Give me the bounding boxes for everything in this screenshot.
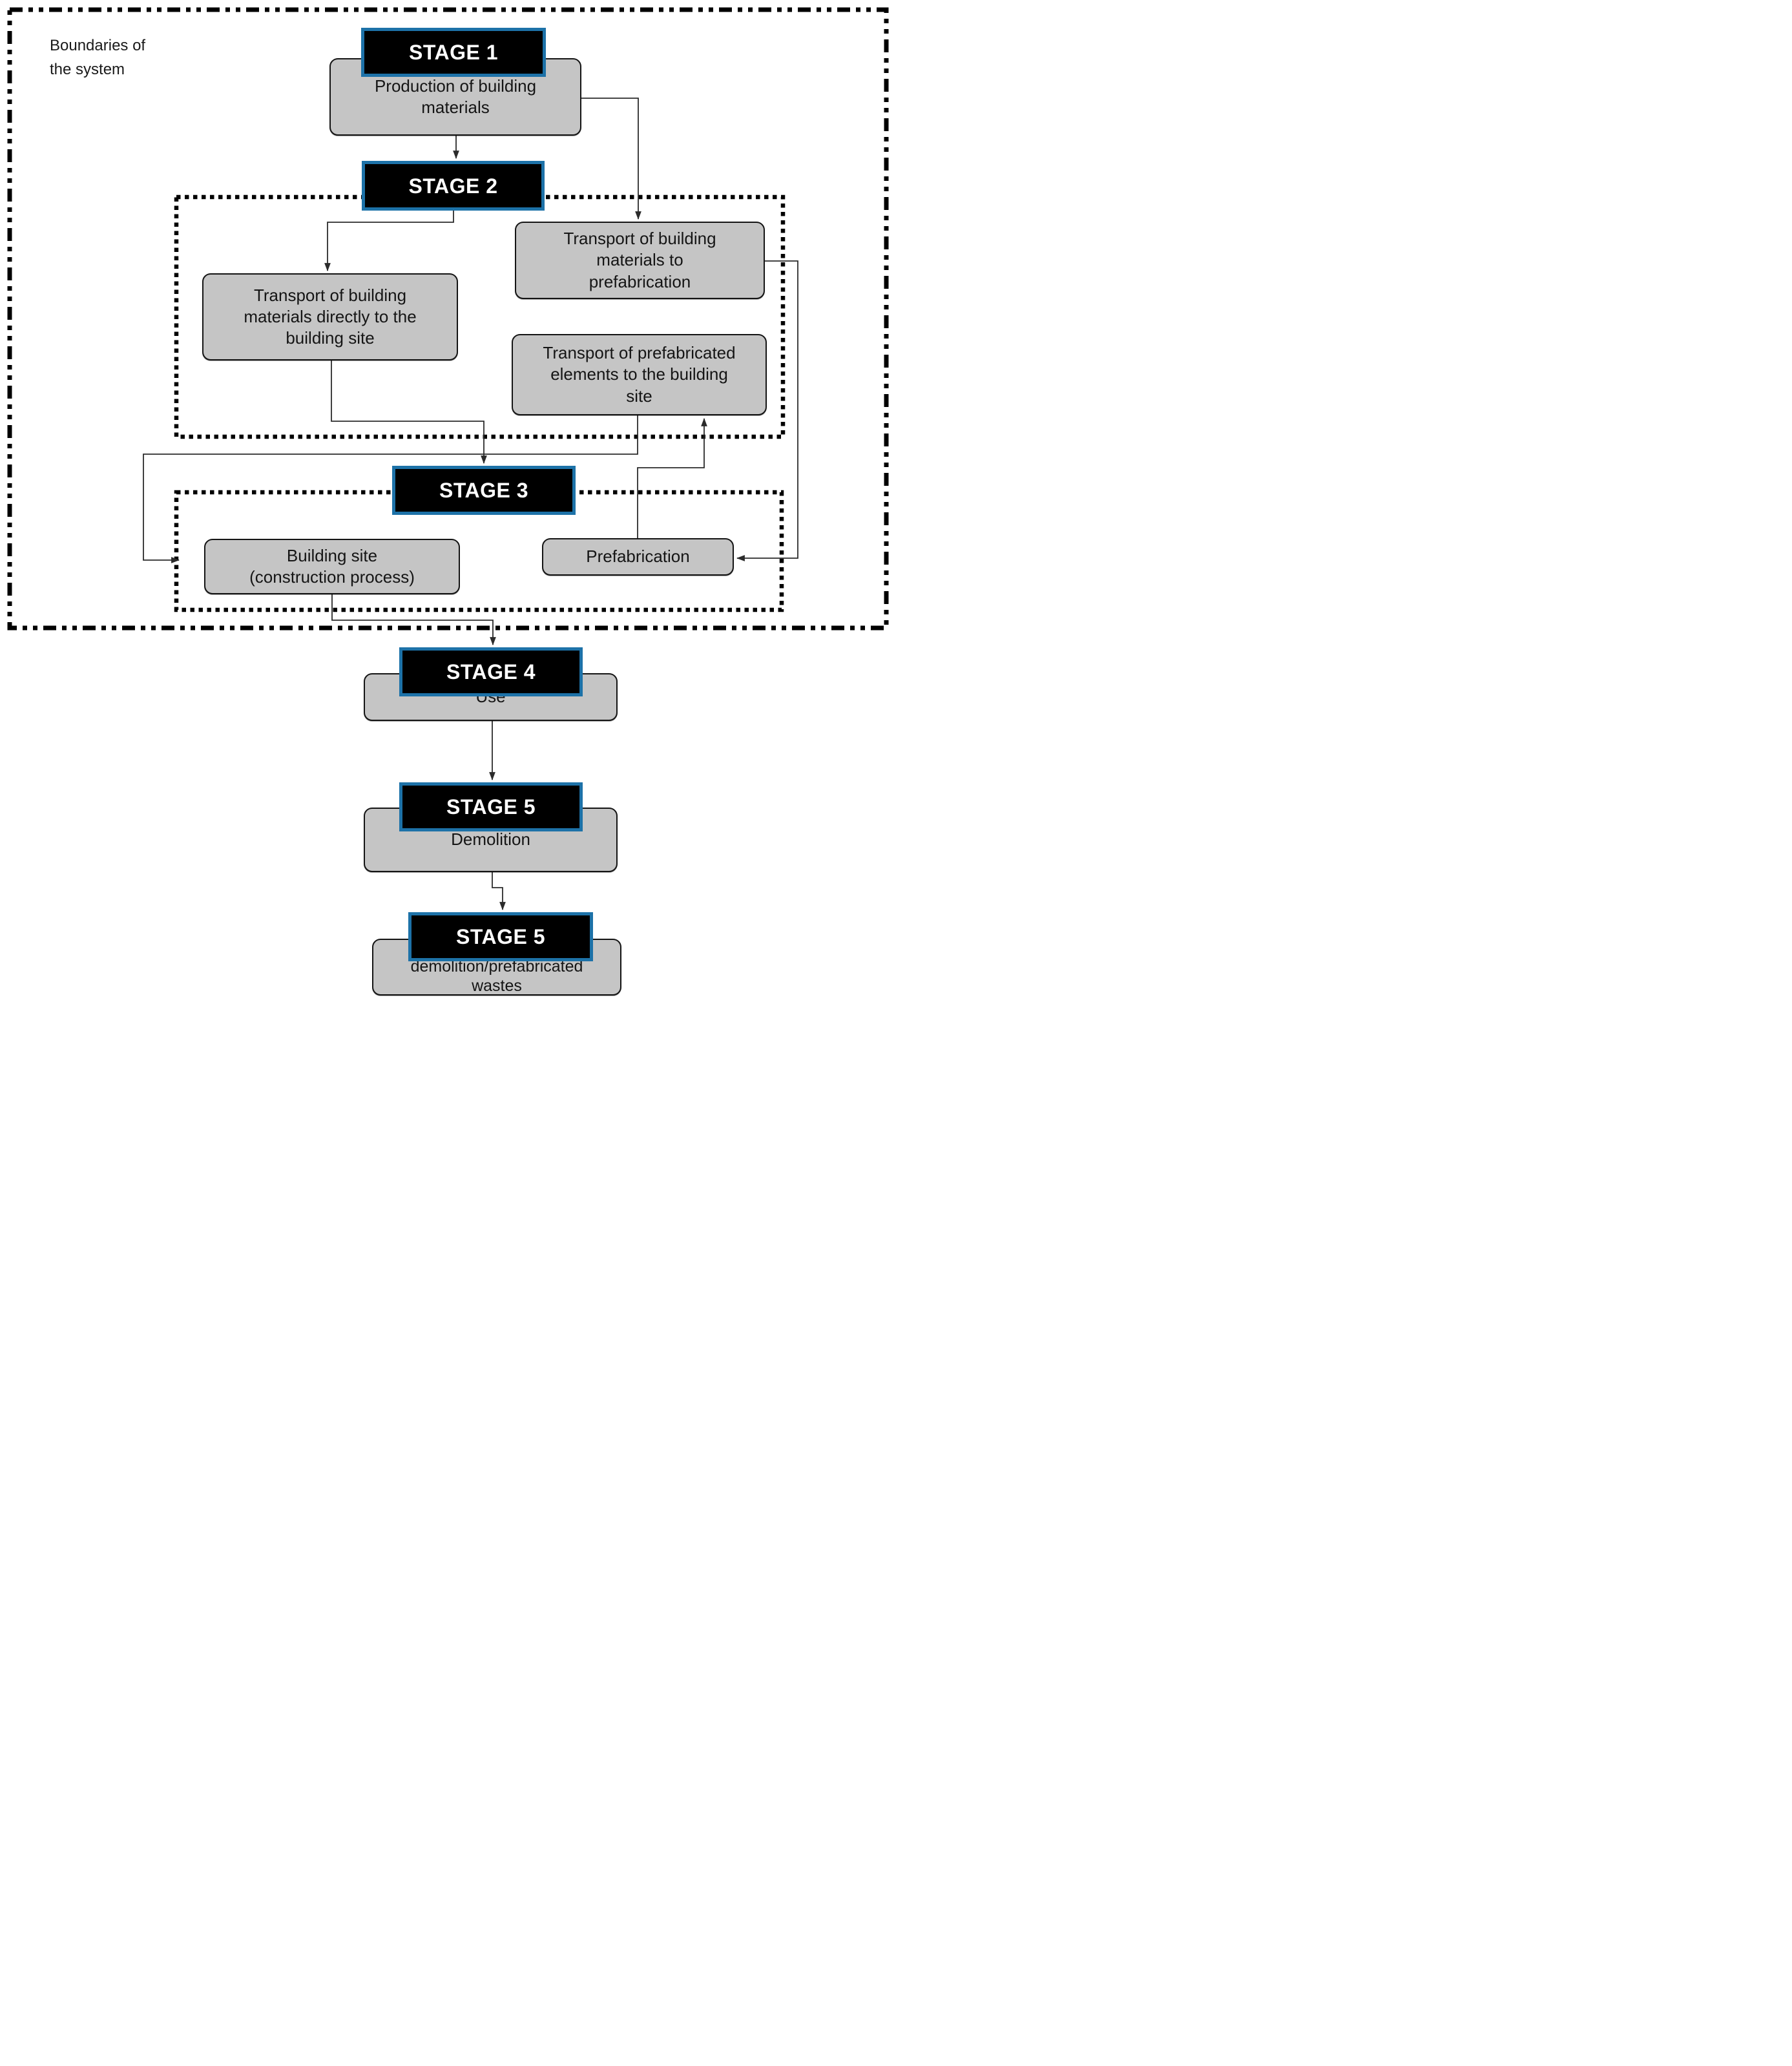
stage1-header: STAGE 1 (361, 28, 546, 77)
system-boundary-border (7, 7, 889, 631)
building-site-box: Building site(construction process) (204, 539, 460, 594)
prefabrication-box-label-line: Prefabrication (586, 547, 690, 567)
transport-direct-box-label-line: building site (286, 328, 375, 348)
stage5b-header: STAGE 5 (408, 912, 593, 961)
lifecycle-stages-flowchart: Boundaries of the system STAGE 1 Producti… (0, 0, 896, 1033)
connector-building-site-to-stage4 (331, 594, 496, 646)
stage3-header: STAGE 3 (392, 466, 576, 515)
building-site-box-label-line: Building site (286, 545, 378, 565)
connector-transport-elements-to-building-site (143, 415, 638, 563)
stage4-header: STAGE 4 (399, 647, 583, 696)
connector-prefabrication-to-transport-elements (637, 417, 707, 538)
stage5-header: STAGE 5 (399, 782, 583, 831)
connector-stage2-to-transport-direct (324, 211, 454, 272)
transport-elements-box-label-line: elements to the building (550, 364, 728, 384)
transport-prefab-box-label-line: Transport of building (563, 229, 716, 249)
stage3-header-label-line: STAGE 3 (439, 479, 529, 502)
transport-prefab-box-label-line: prefabrication (589, 271, 691, 291)
demolition-box-label-line: Demolition (451, 830, 530, 850)
transport-prefab-box-label-line: materials to (596, 250, 683, 270)
transport-direct-box-label-line: materials directly to the (244, 306, 417, 326)
system-boundaries-label-line1: Boundaries of (50, 37, 146, 54)
stage2-header: STAGE 2 (362, 161, 545, 211)
transport-elements-box-label-line: Transport of prefabricated (543, 343, 736, 363)
system-boundaries-label-line2: the system (50, 61, 125, 79)
final-disposal-box-label-line: wastes (472, 976, 522, 995)
stage1-header-label-line: STAGE 1 (408, 41, 499, 64)
stage5-header-label-line: STAGE 5 (446, 795, 536, 819)
stage2-header-label-line: STAGE 2 (408, 174, 498, 198)
transport-elements-box-label-line: site (626, 386, 652, 406)
production-box-label-line: Production of building (374, 76, 537, 96)
building-site-box-label-line: (construction process) (249, 567, 415, 587)
stage5b-header-label-line: STAGE 5 (455, 925, 546, 948)
diagram-lines (7, 7, 889, 911)
connector-production-to-transport-prefab (581, 98, 641, 220)
production-box-label-line: materials (421, 98, 490, 117)
connector-demolition-to-final (492, 872, 506, 911)
prefabrication-box: Prefabrication (542, 538, 734, 576)
transport-direct-box-label-line: Transport of building (253, 285, 407, 305)
system-boundaries-label: Boundaries of the system (50, 34, 145, 81)
connector-transport-direct-to-stage3 (331, 360, 487, 464)
stage4-header-label-line: STAGE 4 (446, 660, 536, 683)
connector-transport-prefab-to-prefabrication (736, 260, 798, 561)
